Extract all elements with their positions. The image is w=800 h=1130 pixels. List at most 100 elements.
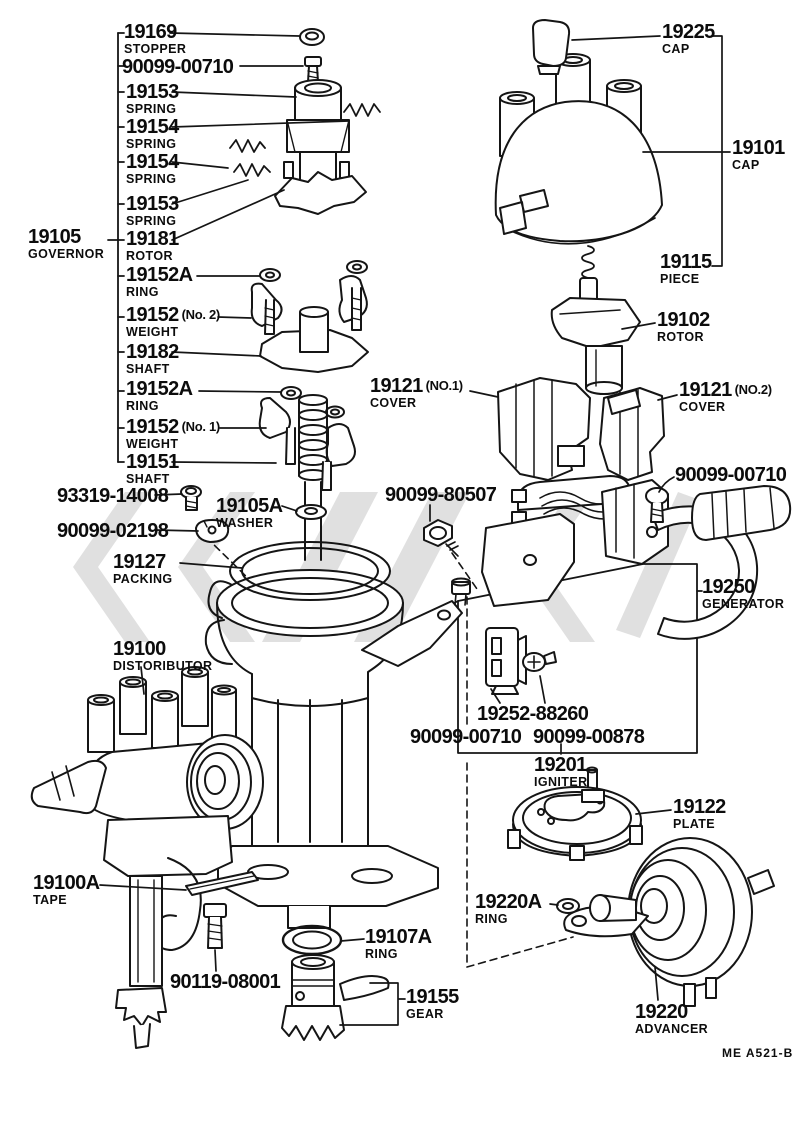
vacuum-advancer-drawing <box>563 837 775 1007</box>
label-90099-00710-c: 90099-00710 <box>410 726 522 748</box>
rotor-19102-drawing <box>550 297 641 395</box>
terminal-block-drawing <box>485 627 527 695</box>
ring-19220a-drawing <box>556 898 580 914</box>
part-name: STOPPER <box>124 42 187 56</box>
screw-00878-drawing <box>522 651 557 672</box>
part-number: 19152A <box>126 264 193 286</box>
part-name: ADVANCER <box>635 1022 709 1036</box>
part-name: CAP <box>662 42 690 56</box>
part-name: RING <box>126 399 159 413</box>
part-number: 19100 <box>113 638 166 660</box>
part-name: IGNITER <box>534 775 588 789</box>
part-number: 19152A <box>126 378 193 400</box>
part-name: SPRING <box>126 102 177 116</box>
label-90099-80507: 90099-80507 <box>385 485 497 505</box>
part-number: 90099-02198 <box>57 520 169 542</box>
drive-gear-drawing <box>281 954 390 1041</box>
part-name: WEIGHT <box>126 325 179 339</box>
part-number: 19105A <box>216 495 283 517</box>
part-name: ROTOR <box>126 249 173 263</box>
part-number: 19121 <box>370 375 423 397</box>
label-19152-weight-no2: 19152(No. 2)WEIGHT <box>126 305 220 339</box>
label-90099-00878: 90099-00878 <box>533 726 645 748</box>
generator-drawing <box>481 475 792 640</box>
part-qualifier: (NO.2) <box>734 382 773 397</box>
plate-02198-drawing <box>195 519 230 543</box>
part-name: CAP <box>732 158 760 172</box>
part-name: SHAFT <box>126 472 170 486</box>
part-name: SPRING <box>126 137 177 151</box>
part-name: PLATE <box>673 817 716 831</box>
part-name: ROTOR <box>657 330 704 344</box>
label-90099-00710-a: 90099-00710 <box>122 56 234 78</box>
part-number: 19182 <box>126 341 179 363</box>
part-name: TAPE <box>33 893 68 907</box>
part-number: 19181 <box>126 228 179 250</box>
part-name: GOVERNOR <box>28 247 105 261</box>
part-number: 19201 <box>534 754 587 776</box>
part-number: 19220A <box>475 891 542 913</box>
part-number: 19155 <box>406 986 459 1008</box>
part-number: 19153 <box>126 81 179 103</box>
complete-distributor-drawing <box>30 666 264 1049</box>
bolt-90119-drawing <box>203 903 227 949</box>
part-number: 19102 <box>657 309 710 331</box>
label-93319-14008: 93319-14008 <box>57 486 169 506</box>
part-number: 19220 <box>635 1001 688 1023</box>
part-number: 19151 <box>126 451 179 473</box>
label-19152-weight-no1: 19152(No. 1)WEIGHT <box>126 417 220 451</box>
part-qualifier: (NO.1) <box>425 378 464 393</box>
label-90119-08001: 90119-08001 <box>170 972 281 992</box>
part-name: PACKING <box>113 572 173 586</box>
label-19121-cover-no2: 19121(NO.2) COVER <box>679 380 772 414</box>
part-name: WASHER <box>216 516 274 530</box>
part-number: 90099-00710 <box>675 464 787 486</box>
part-number: 90099-00710 <box>122 56 234 78</box>
part-number: 19153 <box>126 193 179 215</box>
part-number: 19154 <box>126 116 179 138</box>
part-name: COVER <box>370 396 417 410</box>
part-number: 19101 <box>732 137 785 159</box>
figure-code: ME A521-B <box>722 1046 794 1060</box>
part-number: 19225 <box>662 21 715 43</box>
label-90099-00710-b: 90099-00710 <box>675 464 787 486</box>
part-name: SPRING <box>126 214 177 228</box>
part-number: 90099-00878 <box>533 726 645 748</box>
part-number: 19122 <box>673 796 726 818</box>
part-number: 19121 <box>679 379 732 401</box>
part-qualifier: (No. 2) <box>181 307 221 322</box>
cap-19225-drawing <box>532 19 571 75</box>
cover-no2-drawing <box>599 387 665 481</box>
part-name: SHAFT <box>126 362 170 376</box>
part-name: WEIGHT <box>126 437 179 451</box>
tape-strip-drawing <box>185 871 259 896</box>
part-name: COVER <box>679 400 726 414</box>
part-number: 19152 <box>126 416 179 438</box>
part-number: 19250 <box>702 576 755 598</box>
part-number: 19152 <box>126 304 179 326</box>
part-number: 90099-00710 <box>410 726 522 748</box>
part-name: RING <box>365 947 398 961</box>
part-name: GEAR <box>406 1007 444 1021</box>
cover-no1-drawing <box>497 377 591 481</box>
label-90099-02198: 90099-02198 <box>57 520 169 542</box>
